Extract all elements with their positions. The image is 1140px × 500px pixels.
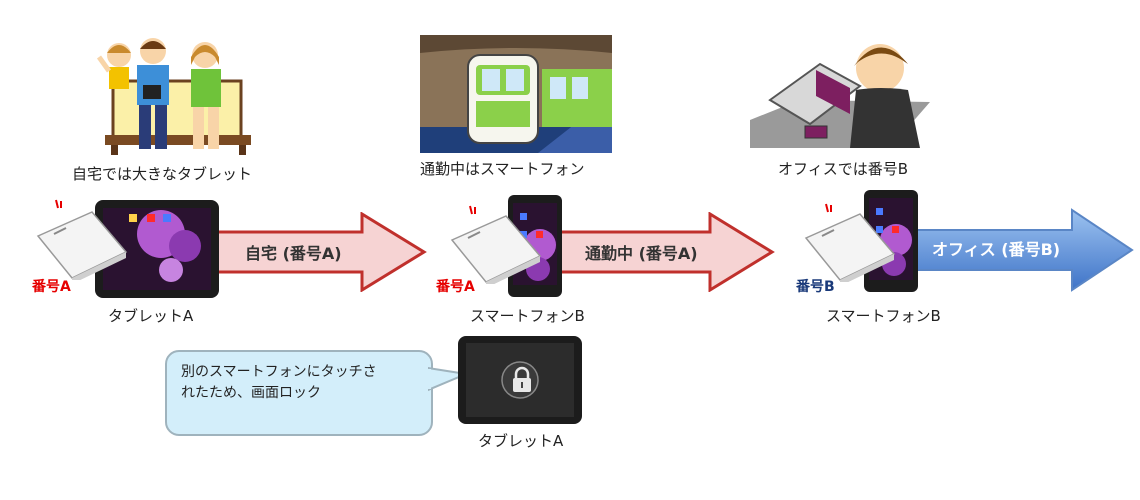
smartphone-b-number-label: 番号A — [436, 279, 475, 295]
office-caption: オフィスでは番号B — [778, 160, 908, 178]
signal-icon — [469, 205, 476, 215]
commute-caption: 通勤中はスマートフォン — [420, 160, 585, 178]
family-illustration — [96, 38, 251, 155]
smartphone-b-office-label: スマートフォンB — [826, 307, 941, 325]
arrow-home-label: 自宅 (番号A) — [245, 244, 342, 263]
home-caption: 自宅では大きなタブレット — [72, 165, 253, 183]
arrow-office-label: オフィス (番号B) — [932, 240, 1061, 259]
train-illustration — [420, 35, 612, 153]
callout-pointer — [428, 366, 468, 392]
callout-line-2: れたため、画面ロック — [181, 385, 321, 401]
tablet-a-label: タブレットA — [108, 307, 194, 325]
ic-card-icon — [804, 213, 896, 282]
arrow-home — [212, 212, 427, 292]
ic-card-icon — [450, 215, 542, 284]
tablet-a-locked-label: タブレットA — [478, 432, 564, 450]
signal-icon — [825, 203, 832, 213]
tablet-a-device — [95, 200, 219, 298]
lock-callout-bubble: 別のスマートフォンにタッチさ れたため、画面ロック — [165, 350, 433, 436]
lock-icon — [513, 366, 531, 392]
signal-icon — [55, 199, 62, 209]
arrow-office — [912, 208, 1134, 292]
arrow-commute — [560, 212, 775, 292]
callout-line-1: 別のスマートフォンにタッチさ — [181, 364, 377, 380]
tablet-a-number-label: 番号A — [32, 279, 71, 295]
office-illustration — [750, 44, 930, 148]
smartphone-b-office-number-label: 番号B — [796, 279, 835, 295]
ic-card-icon — [36, 211, 128, 280]
arrow-commute-label: 通勤中 (番号A) — [585, 244, 698, 263]
smartphone-b-label: スマートフォンB — [470, 307, 585, 325]
